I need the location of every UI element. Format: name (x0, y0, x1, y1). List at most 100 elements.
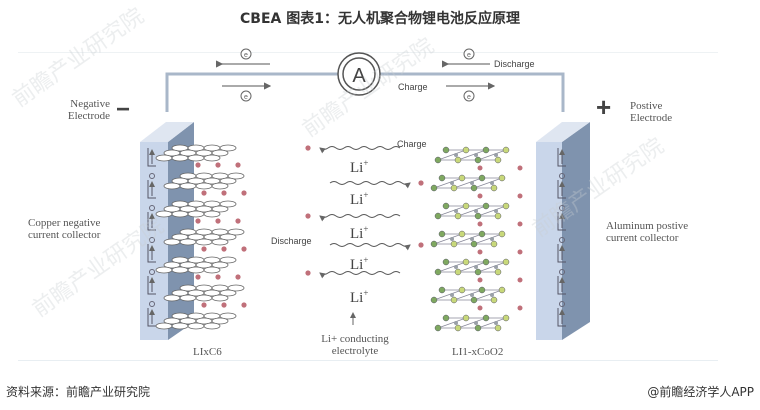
ammeter-icon: A (337, 52, 381, 96)
graphite-hexagon (155, 322, 173, 330)
graphite-hexagon (155, 154, 173, 162)
ammeter-label: A (352, 65, 366, 87)
aluminum-collector-line2: current collector (606, 232, 679, 244)
lattice-bond (437, 205, 467, 217)
lithium-atom (235, 162, 241, 168)
lithium-atom (221, 190, 227, 196)
current-arrow-icon (147, 148, 156, 167)
cobalt-oxide-atom (502, 146, 510, 154)
lithium-atom (241, 190, 247, 196)
cobalt-oxide-atom (430, 296, 438, 304)
cobalt-oxide-atom (494, 156, 502, 164)
lithium-atom (221, 246, 227, 252)
ion-arrow-right (329, 181, 411, 189)
ion-symbol: Li (350, 226, 364, 242)
lithium-battery-diagram: A e e e Discharge e Charge (140, 48, 590, 340)
lithium-atom (517, 249, 523, 255)
graphite-hexagon (219, 233, 237, 241)
negative-electrode-line2: Electrode (67, 110, 110, 122)
minus-sign-icon: − (116, 96, 131, 123)
lattice-bond (457, 205, 487, 217)
lithium-ion (305, 213, 311, 219)
lithium-atom (195, 162, 201, 168)
positive-electrode-line1: Postive (630, 100, 663, 112)
positive-current-collector (536, 122, 590, 340)
cobalt-oxide-atom (482, 146, 490, 154)
cobalt-oxide-atom (434, 212, 442, 220)
copper-collector-label: Copper negative current collector (28, 217, 100, 241)
cobalt-oxide-atom (482, 258, 490, 266)
oxygen-atom (474, 209, 478, 213)
ion-charge: + (363, 255, 369, 265)
cobalt-oxide-atom (454, 156, 462, 164)
oxygen-atom (494, 153, 498, 157)
electron-dot (559, 269, 565, 275)
collector-current-marks (147, 148, 566, 327)
ion-charge: + (363, 288, 369, 298)
graphite-hexagon (171, 210, 189, 218)
cobalt-oxide-atom (498, 286, 506, 294)
oxygen-atom (494, 321, 498, 325)
lithium-atom (215, 162, 221, 168)
electron-flow-left: e e (216, 48, 272, 102)
cobalt-oxide-atom (474, 268, 482, 276)
graphite-hexagon (195, 182, 213, 190)
current-arrow-icon (557, 148, 566, 167)
graphite-hexagon (211, 205, 229, 213)
negative-electrode-label: Negative Electrode (50, 98, 110, 122)
graphite-hexagon (219, 312, 237, 320)
electrolyte-line2: electrolyte (331, 345, 379, 357)
ion-symbol: Li (350, 257, 364, 273)
discharge-label: Discharge (271, 236, 312, 246)
cobalt-oxide-atom (458, 230, 466, 238)
cobalt-oxide-atom (470, 184, 478, 192)
cobalt-oxide-atom (478, 230, 486, 238)
current-arrow-icon (557, 212, 566, 231)
cobalt-oxide-atom (430, 184, 438, 192)
lattice-bond (457, 317, 487, 329)
electron-dot (149, 173, 155, 179)
oxygen-atom (450, 293, 454, 297)
cobalt-oxide-atom (454, 212, 462, 220)
oxygen-atom (490, 181, 494, 185)
cobalt-oxide-atom (502, 258, 510, 266)
cobalt-oxide-atom (474, 324, 482, 332)
oxygen-atom (494, 209, 498, 213)
lithium-atom (517, 165, 523, 171)
cobalt-oxide-atom (482, 314, 490, 322)
cobalt-oxide-atom (482, 202, 490, 210)
credit-note: @前瞻经济学人APP (647, 385, 754, 399)
cobalt-oxide-atom (442, 202, 450, 210)
electrolyte-line1: Li+ conducting (321, 333, 389, 345)
electrolyte-label: Li+ conducting electrolyte (300, 333, 410, 357)
lithium-atom (215, 218, 221, 224)
graphite-hexagon (219, 289, 237, 297)
lithium-atom (477, 249, 483, 255)
oxygen-atom (450, 237, 454, 241)
ion-charge: + (363, 224, 369, 234)
graphite-hexagon (195, 294, 213, 302)
ion-symbol: Li (350, 192, 364, 208)
graphite-hexagon (171, 322, 189, 330)
cobalt-oxide-atom (502, 202, 510, 210)
lithium-atom (201, 190, 207, 196)
graphite-hexagon (179, 294, 197, 302)
cobalt-oxide-atom (490, 240, 498, 248)
graphite-hexagon (163, 182, 181, 190)
current-arrow-icon (557, 276, 566, 295)
top-divider (18, 52, 718, 53)
cobalt-oxide-atom (434, 324, 442, 332)
cobalt-oxide-atom (454, 324, 462, 332)
graphite-hexagon (227, 228, 245, 236)
cobalt-oxide-atom (470, 296, 478, 304)
lithium-atom (201, 302, 207, 308)
oxygen-atom (454, 153, 458, 157)
graphite-hexagon (203, 266, 221, 274)
cobalt-oxide-atom (458, 286, 466, 294)
lattice-bond (433, 233, 463, 245)
graphite-hexagon (187, 266, 205, 274)
lithium-ion-label: Li+ (350, 255, 368, 274)
electron-dot (149, 301, 155, 307)
electron-symbol: e (467, 52, 471, 59)
electron-dot (149, 237, 155, 243)
